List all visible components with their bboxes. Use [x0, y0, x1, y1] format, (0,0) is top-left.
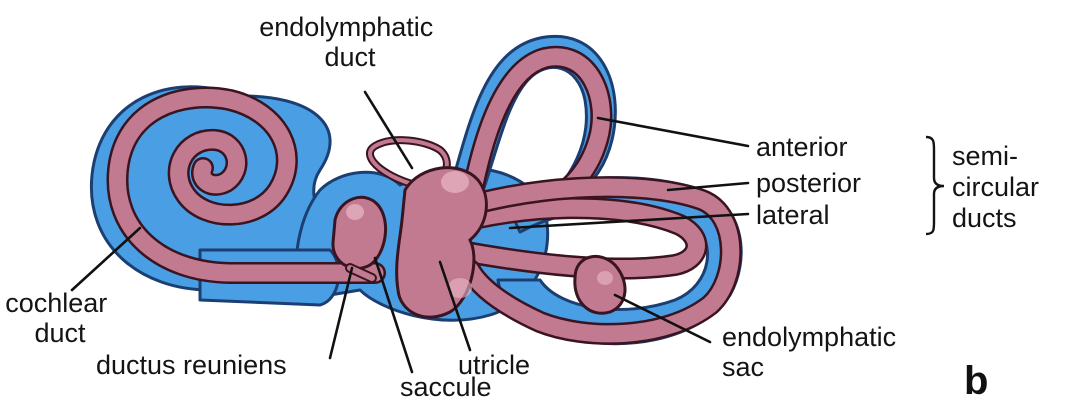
- label-utricle: utricle: [458, 350, 530, 380]
- label-endolymphatic-duct: endolymphatic duct: [259, 12, 441, 72]
- semicircular-ducts-brace: [926, 137, 944, 234]
- saccule-highlight: [346, 204, 364, 220]
- label-lateral: lateral: [756, 200, 830, 230]
- label-ductus-reuniens: ductus reuniens: [96, 350, 287, 380]
- label-endolymphatic-sac: endolymphatic sac: [722, 322, 904, 382]
- label-cochlear-duct: cochlear duct: [5, 288, 115, 348]
- utricle-highlight: [441, 171, 469, 193]
- label-semicircular-ducts: semi- circular ducts: [952, 141, 1047, 233]
- endolymphatic-sac-highlight: [597, 271, 613, 285]
- leader-anterior: [598, 118, 748, 146]
- label-posterior: posterior: [756, 168, 861, 198]
- panel-letter: b: [964, 359, 988, 403]
- label-anterior: anterior: [756, 132, 848, 162]
